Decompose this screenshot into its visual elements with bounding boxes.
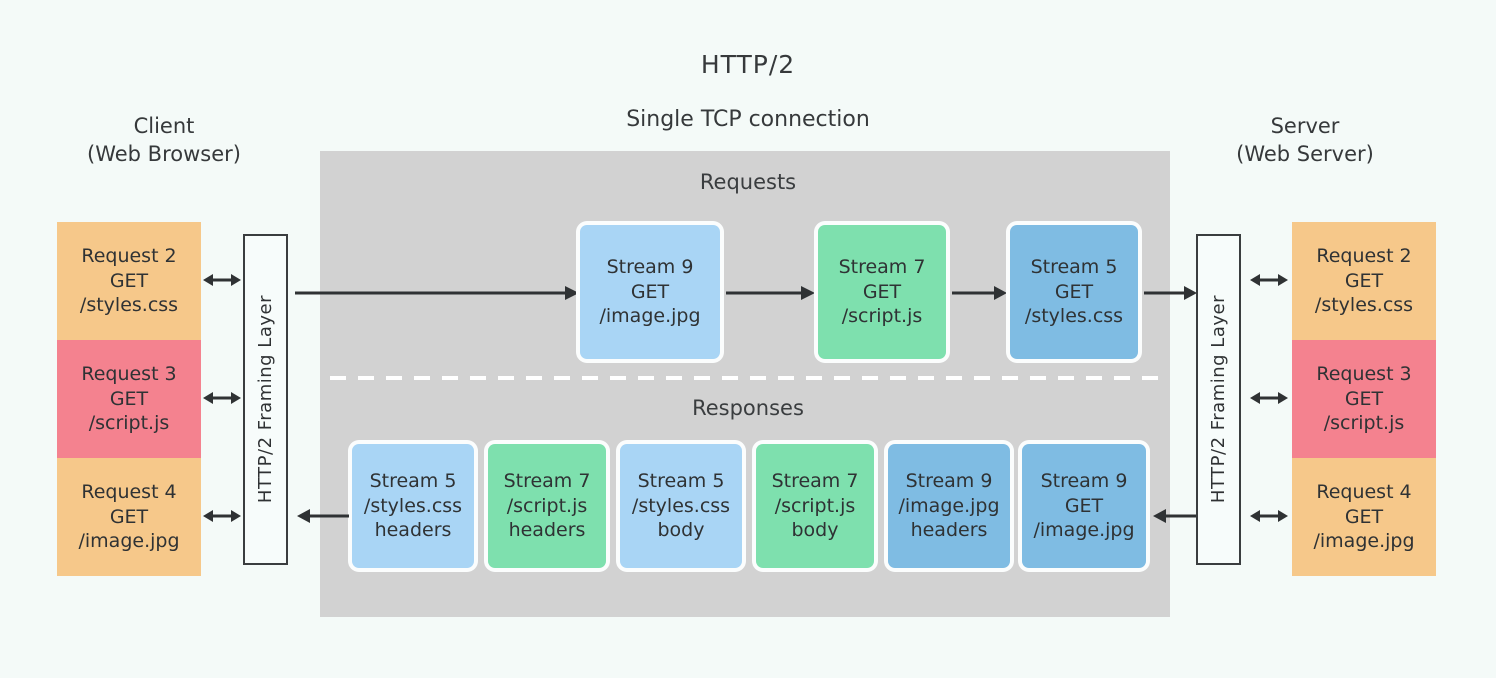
page-title: HTTP/2 bbox=[700, 50, 796, 79]
frame-stream: Stream 9 bbox=[1040, 469, 1128, 492]
frame-path: /styles.css bbox=[631, 494, 731, 517]
diagram-subtitle: Single TCP connection bbox=[626, 107, 870, 132]
request-path: /image.jpg bbox=[1313, 530, 1415, 553]
request-name: Request 3 bbox=[81, 362, 177, 385]
frame-stream: Stream 7 bbox=[503, 469, 591, 492]
request-stream-7[interactable]: Stream 7 GET /script.js bbox=[818, 225, 946, 359]
request-method: GET bbox=[109, 505, 149, 528]
request-flow-arrow-2-icon bbox=[726, 281, 816, 305]
frame-method: GET bbox=[1064, 494, 1104, 517]
client-framing-layer: HTTP/2 Framing Layer bbox=[243, 234, 288, 565]
stream-method: GET bbox=[630, 280, 670, 303]
frame-part: headers bbox=[910, 519, 988, 542]
server-arrow-3-icon bbox=[1249, 386, 1289, 410]
stream-name: Stream 9 bbox=[606, 255, 694, 278]
server-request-4[interactable]: Request 4 GET /image.jpg bbox=[1292, 458, 1436, 576]
stream-path: /image.jpg bbox=[599, 305, 701, 328]
response-frame-4[interactable]: Stream 7 /script.js body bbox=[756, 444, 874, 568]
response-flow-arrow-left-icon bbox=[296, 504, 350, 528]
stream-name: Stream 5 bbox=[1030, 255, 1118, 278]
request-name: Request 2 bbox=[1316, 244, 1412, 267]
client-arrow-4-icon bbox=[202, 504, 242, 528]
request-name: Request 4 bbox=[1316, 480, 1412, 503]
client-subtitle: (Web Browser) bbox=[87, 142, 241, 167]
server-request-2[interactable]: Request 2 GET /styles.css bbox=[1292, 222, 1436, 340]
frame-part: body bbox=[657, 519, 705, 542]
request-method: GET bbox=[1344, 269, 1384, 292]
stream-method: GET bbox=[1054, 280, 1094, 303]
client-label: Client (Web Browser) bbox=[34, 112, 294, 169]
server-arrow-4-icon bbox=[1249, 504, 1289, 528]
request-flow-arrow-3-icon bbox=[952, 281, 1008, 305]
frame-part: headers bbox=[374, 519, 452, 542]
frame-path: /image.jpg bbox=[1033, 519, 1135, 542]
frame-path: /image.jpg bbox=[898, 494, 1000, 517]
client-request-4[interactable]: Request 4 GET /image.jpg bbox=[57, 458, 201, 576]
request-path: /styles.css bbox=[79, 294, 179, 317]
requests-responses-divider bbox=[330, 376, 1162, 380]
request-name: Request 4 bbox=[81, 480, 177, 503]
client-arrow-3-icon bbox=[202, 386, 242, 410]
response-frame-3[interactable]: Stream 5 /styles.css body bbox=[620, 444, 742, 568]
client-framing-layer-label: HTTP/2 Framing Layer bbox=[255, 295, 276, 504]
request-path: /script.js bbox=[88, 412, 170, 435]
client-title: Client bbox=[133, 114, 195, 138]
server-title: Server bbox=[1270, 114, 1340, 138]
response-frame-2[interactable]: Stream 7 /script.js headers bbox=[488, 444, 606, 568]
request-method: GET bbox=[109, 269, 149, 292]
frame-stream: Stream 7 bbox=[771, 469, 859, 492]
client-arrow-2-icon bbox=[202, 268, 242, 292]
request-path: /image.jpg bbox=[78, 530, 180, 553]
stream-name: Stream 7 bbox=[838, 255, 926, 278]
frame-stream: Stream 5 bbox=[369, 469, 457, 492]
request-method: GET bbox=[109, 387, 149, 410]
frame-part: headers bbox=[508, 519, 586, 542]
frame-path: /script.js bbox=[506, 494, 588, 517]
stream-path: /script.js bbox=[841, 305, 923, 328]
requests-heading: Requests bbox=[699, 170, 797, 194]
client-request-3[interactable]: Request 3 GET /script.js bbox=[57, 340, 201, 458]
response-frame-1[interactable]: Stream 5 /styles.css headers bbox=[352, 444, 474, 568]
request-flow-arrow-1-icon bbox=[295, 281, 580, 305]
request-stream-9[interactable]: Stream 9 GET /image.jpg bbox=[580, 225, 720, 359]
frame-path: /styles.css bbox=[363, 494, 463, 517]
request-name: Request 2 bbox=[81, 244, 177, 267]
server-arrow-2-icon bbox=[1249, 268, 1289, 292]
request-method: GET bbox=[1344, 505, 1384, 528]
server-label: Server (Web Server) bbox=[1175, 112, 1435, 169]
request-flow-arrow-4-icon bbox=[1144, 281, 1198, 305]
frame-stream: Stream 9 bbox=[905, 469, 993, 492]
server-request-3[interactable]: Request 3 GET /script.js bbox=[1292, 340, 1436, 458]
request-path: /styles.css bbox=[1314, 294, 1414, 317]
request-path: /script.js bbox=[1323, 412, 1405, 435]
responses-heading: Responses bbox=[692, 396, 804, 420]
response-frame-6[interactable]: Stream 9 GET /image.jpg bbox=[1022, 444, 1146, 568]
response-flow-arrow-right-icon bbox=[1152, 504, 1198, 528]
response-frame-5[interactable]: Stream 9 /image.jpg headers bbox=[888, 444, 1010, 568]
request-stream-5[interactable]: Stream 5 GET /styles.css bbox=[1010, 225, 1138, 359]
request-name: Request 3 bbox=[1316, 362, 1412, 385]
request-method: GET bbox=[1344, 387, 1384, 410]
frame-part: body bbox=[791, 519, 839, 542]
server-framing-layer: HTTP/2 Framing Layer bbox=[1196, 234, 1241, 565]
server-framing-layer-label: HTTP/2 Framing Layer bbox=[1208, 295, 1229, 504]
server-subtitle: (Web Server) bbox=[1236, 142, 1374, 167]
frame-path: /script.js bbox=[774, 494, 856, 517]
client-request-2[interactable]: Request 2 GET /styles.css bbox=[57, 222, 201, 340]
stream-path: /styles.css bbox=[1024, 305, 1124, 328]
frame-stream: Stream 5 bbox=[637, 469, 725, 492]
stream-method: GET bbox=[862, 280, 902, 303]
